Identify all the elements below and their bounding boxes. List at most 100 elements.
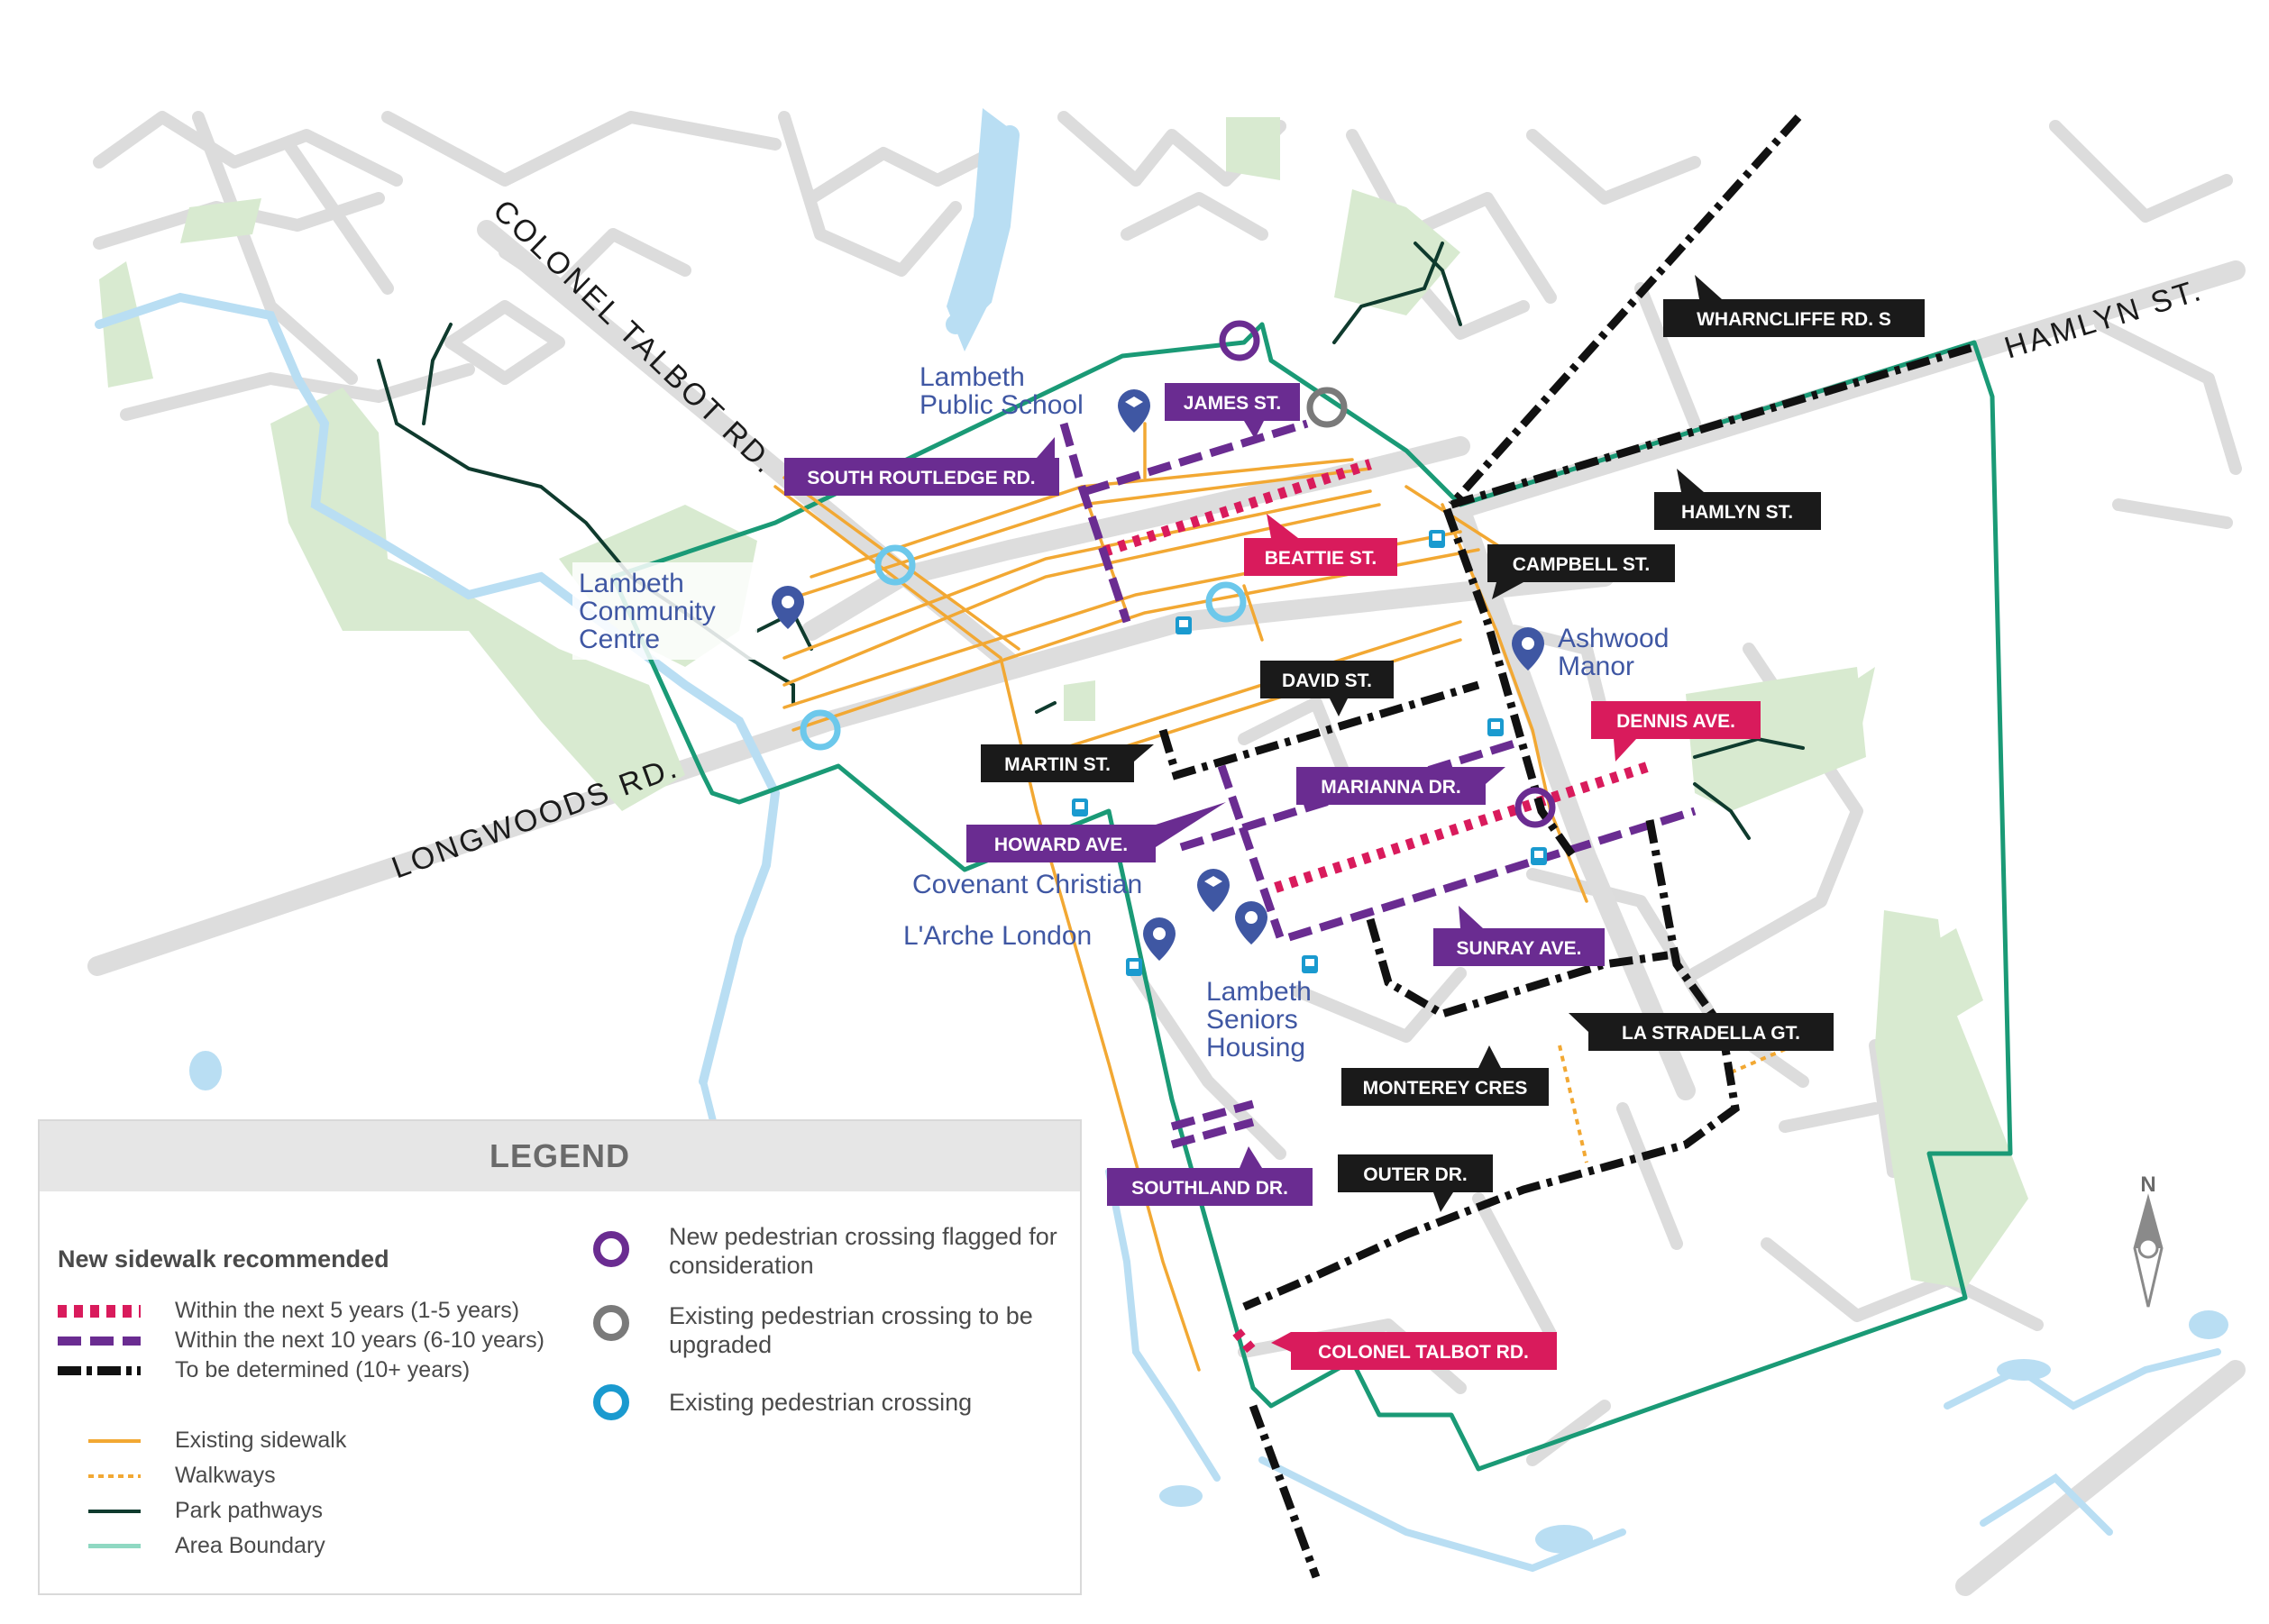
covenant-label: Covenant Christian — [912, 870, 1142, 899]
sidewalk-tbd — [1158, 114, 1976, 1579]
tag-james: JAMES ST. — [1165, 383, 1300, 439]
tag-marianna: MARIANNA DR. — [1296, 767, 1505, 805]
legend-row-walkways: Walkways — [58, 1463, 276, 1489]
ashwood-label-2: Manor — [1558, 652, 1634, 681]
legend-row-area-boundary: Area Boundary — [58, 1533, 325, 1559]
legend-row-existing-crossing: Existing pedestrian crossing — [593, 1384, 1066, 1420]
community-centre-label: Lambeth — [579, 569, 684, 598]
tag-hamlyn: HAMLYN ST. — [1654, 469, 1821, 530]
park-pathways — [377, 242, 1805, 840]
svg-text:BEATTIE ST.: BEATTIE ST. — [1265, 548, 1377, 569]
svg-text:SUNRAY AVE.: SUNRAY AVE. — [1457, 938, 1582, 959]
svg-text:SOUTH ROUTLEDGE RD.: SOUTH ROUTLEDGE RD. — [807, 468, 1035, 488]
bus-stop-icon — [1176, 616, 1192, 634]
upgrade-crossing-hamlyn — [1306, 387, 1348, 428]
seniors-label-2: Seniors — [1206, 1005, 1298, 1035]
legend-section-title: New sidewalk recommended — [58, 1245, 389, 1273]
legend-label-new-crossing: New pedestrian crossing flagged for cons… — [669, 1223, 1057, 1279]
svg-text:SOUTHLAND DR.: SOUTHLAND DR. — [1131, 1178, 1288, 1199]
location-pin-icon — [1235, 901, 1267, 944]
new-crossing-james — [1219, 320, 1260, 361]
svg-text:HOWARD AVE.: HOWARD AVE. — [994, 835, 1128, 855]
legend-upgrade-crossing-icon — [593, 1305, 629, 1341]
legend-new-crossing-icon — [593, 1231, 629, 1267]
poi-markers — [772, 389, 1544, 961]
sidewalk-5-years — [1102, 459, 1651, 1355]
legend-panel: LEGEND New sidewalk recommended Within t… — [38, 1119, 1082, 1595]
tag-outer: OUTER DR. — [1338, 1154, 1493, 1212]
location-pin-icon — [1143, 917, 1176, 961]
svg-text:LA STRADELLA GT.: LA STRADELLA GT. — [1622, 1023, 1800, 1044]
ashwood-label: Ashwood — [1558, 624, 1669, 653]
school-label-2: Public School — [919, 390, 1084, 420]
tag-dennis: DENNIS AVE. — [1591, 701, 1761, 762]
svg-text:COLONEL TALBOT RD.: COLONEL TALBOT RD. — [1318, 1342, 1529, 1363]
legend-label-existing-crossing: Existing pedestrian crossing — [669, 1389, 973, 1416]
tag-campbell: CAMPBELL ST. — [1487, 544, 1675, 599]
tag-sunray: SUNRAY AVE. — [1433, 906, 1605, 966]
svg-text:DENNIS AVE.: DENNIS AVE. — [1616, 711, 1735, 732]
legend-row-new-crossing: New pedestrian crossing flagged for cons… — [593, 1222, 1066, 1280]
legend-title: LEGEND — [40, 1121, 1080, 1191]
location-pin-icon — [772, 586, 804, 629]
tag-beattie: BEATTIE ST. — [1244, 514, 1397, 576]
legend-row-existing-sidewalk: Existing sidewalk — [58, 1428, 346, 1454]
background-roads — [93, 111, 2242, 1466]
seniors-label-3: Housing — [1206, 1033, 1305, 1063]
area-boundary — [610, 322, 2013, 1472]
water-bodies — [189, 108, 2228, 1554]
street-tags: WHARNCLIFFE RD. S JAMES ST. SOUTH ROUTLE… — [784, 275, 1925, 1370]
poi-labels: Lambeth Public School Lambeth Community … — [572, 362, 1669, 1063]
location-pin-icon — [1512, 627, 1544, 671]
legend-swatch-existing-sidewalk — [88, 1438, 141, 1443]
school-label: Lambeth — [919, 362, 1025, 392]
road-label-longwoods: LONGWOODS RD. — [388, 750, 683, 885]
road-label-hamlyn: HAMLYN ST. — [2000, 273, 2207, 366]
legend-existing-crossing-icon — [593, 1384, 629, 1420]
tag-martin: MARTIN ST. — [981, 744, 1154, 782]
road-label-colonel-talbot: COLONEL TALBOT RD. — [486, 193, 782, 481]
legend-label-upgrade-crossing: Existing pedestrian crossing to be upgra… — [669, 1302, 1033, 1358]
legend-row-park-pathways: Park pathways — [58, 1498, 323, 1524]
tag-monterey: MONTEREY CRES — [1341, 1045, 1549, 1106]
legend-label-walkways: Walkways — [175, 1463, 276, 1488]
north-arrow-icon — [2133, 1193, 2164, 1308]
legend-label-tbd: To be determined (10+ years) — [175, 1357, 471, 1382]
existing-crossing-3 — [800, 709, 841, 751]
svg-text:MARTIN ST.: MARTIN ST. — [1004, 754, 1111, 775]
north-arrow: N — [2133, 1172, 2164, 1308]
larche-label: L'Arche London — [903, 921, 1092, 951]
legend-label-existing-sidewalk: Existing sidewalk — [175, 1428, 347, 1453]
bus-stop-icon — [1302, 955, 1318, 973]
tag-south-routledge: SOUTH ROUTLEDGE RD. — [784, 437, 1059, 496]
bus-stop-icon — [1072, 798, 1088, 817]
legend-swatch-park-pathways — [88, 1509, 141, 1513]
svg-text:CAMPBELL ST.: CAMPBELL ST. — [1513, 554, 1650, 575]
bus-stop-icon — [1126, 958, 1142, 976]
legend-label-10-years: Within the next 10 years (6-10 years) — [175, 1327, 544, 1353]
legend-swatch-walkways — [88, 1473, 141, 1478]
svg-text:MONTEREY CRES: MONTEREY CRES — [1363, 1078, 1528, 1099]
legend-label-park-pathways: Park pathways — [175, 1498, 323, 1523]
tag-southland: SOUTHLAND DR. — [1107, 1146, 1313, 1206]
legend-swatch-10-years — [58, 1336, 141, 1346]
svg-text:DAVID ST.: DAVID ST. — [1282, 671, 1372, 691]
legend-row-tbd: To be determined (10+ years) — [58, 1357, 470, 1383]
north-label: N — [2140, 1172, 2155, 1197]
tag-howard: HOWARD AVE. — [966, 802, 1226, 862]
legend-label-5-years: Within the next 5 years (1-5 years) — [175, 1298, 520, 1323]
legend-label-area-boundary: Area Boundary — [175, 1533, 325, 1558]
school-icon — [1118, 389, 1150, 433]
community-centre-label-3: Centre — [579, 625, 660, 654]
new-crossing-dennis — [1514, 787, 1556, 828]
legend-row-upgrade-crossing: Existing pedestrian crossing to be upgra… — [593, 1301, 1066, 1359]
community-centre-bg — [572, 562, 757, 660]
legend-swatch-tbd — [58, 1365, 141, 1375]
seniors-label: Lambeth — [1206, 977, 1312, 1007]
crossings — [800, 320, 1556, 828]
tag-wharncliffe: WHARNCLIFFE RD. S — [1663, 275, 1925, 337]
existing-crossing-2 — [1205, 581, 1247, 623]
community-centre-label-2: Community — [579, 597, 716, 626]
tag-la-stradella: LA STRADELLA GT. — [1569, 1013, 1834, 1051]
